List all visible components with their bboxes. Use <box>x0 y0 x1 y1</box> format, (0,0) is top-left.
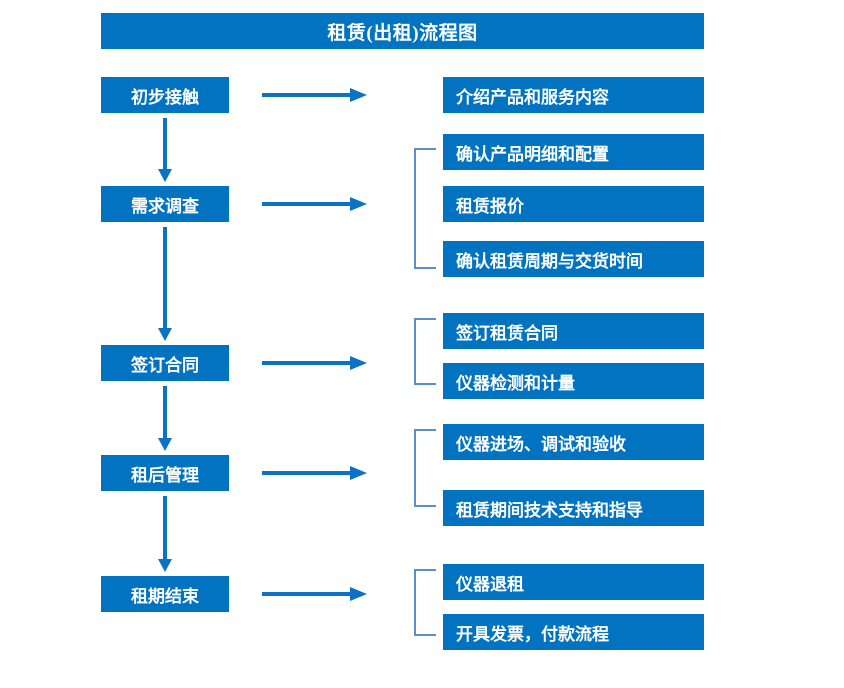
flow-arrow-down-3 <box>158 386 172 451</box>
detail-box-签订租赁合同[interactable]: 签订租赁合同 <box>443 313 704 349</box>
group-bracket-5 <box>414 569 436 636</box>
arrow-shaft <box>262 93 352 97</box>
stage-box-签订合同[interactable]: 签订合同 <box>101 345 229 381</box>
detail-arrow-right-1 <box>262 88 367 102</box>
arrow-shaft <box>262 592 352 596</box>
stage-box-租期结束[interactable]: 租期结束 <box>101 576 229 612</box>
arrow-shaft <box>262 202 352 206</box>
flow-arrow-down-4 <box>158 496 172 572</box>
detail-box-租赁期间技术支持和指导[interactable]: 租赁期间技术支持和指导 <box>443 490 704 526</box>
detail-arrow-right-2 <box>262 197 367 211</box>
stage-box-租后管理[interactable]: 租后管理 <box>101 455 229 491</box>
arrow-head <box>158 559 172 572</box>
detail-box-确认租赁周期与交货时间[interactable]: 确认租赁周期与交货时间 <box>443 241 704 277</box>
detail-box-介绍产品和服务内容[interactable]: 介绍产品和服务内容 <box>443 77 704 113</box>
detail-box-仪器进场调试和验收[interactable]: 仪器进场、调试和验收 <box>443 424 704 460</box>
arrow-shaft <box>262 471 352 475</box>
detail-box-开具发票付款流程[interactable]: 开具发票，付款流程 <box>443 614 704 650</box>
stage-box-初步接触[interactable]: 初步接触 <box>101 77 229 113</box>
arrow-head <box>350 587 367 601</box>
arrow-head <box>350 356 367 370</box>
arrow-shaft <box>163 386 167 438</box>
arrow-head <box>158 169 172 182</box>
detail-arrow-right-4 <box>262 466 367 480</box>
diagram-title: 租赁(出租)流程图 <box>101 13 704 49</box>
arrow-shaft <box>163 496 167 559</box>
flow-arrow-down-1 <box>158 118 172 182</box>
arrow-head <box>158 328 172 341</box>
arrow-shaft <box>163 227 167 328</box>
detail-box-仪器检测和计量[interactable]: 仪器检测和计量 <box>443 363 704 399</box>
group-bracket-4 <box>414 429 436 507</box>
detail-box-仪器退租[interactable]: 仪器退租 <box>443 564 704 600</box>
detail-arrow-right-3 <box>262 356 367 370</box>
stage-box-需求调查[interactable]: 需求调查 <box>101 186 229 222</box>
flow-arrow-down-2 <box>158 227 172 341</box>
arrow-head <box>350 197 367 211</box>
detail-arrow-right-5 <box>262 587 367 601</box>
detail-box-租赁报价[interactable]: 租赁报价 <box>443 186 704 222</box>
arrow-head <box>350 88 367 102</box>
arrow-shaft <box>262 361 352 365</box>
detail-box-确认产品明细和配置[interactable]: 确认产品明细和配置 <box>443 134 704 170</box>
arrow-head <box>158 438 172 451</box>
arrow-shaft <box>163 118 167 169</box>
group-bracket-3 <box>414 318 436 385</box>
group-bracket-2 <box>414 148 436 269</box>
arrow-head <box>350 466 367 480</box>
